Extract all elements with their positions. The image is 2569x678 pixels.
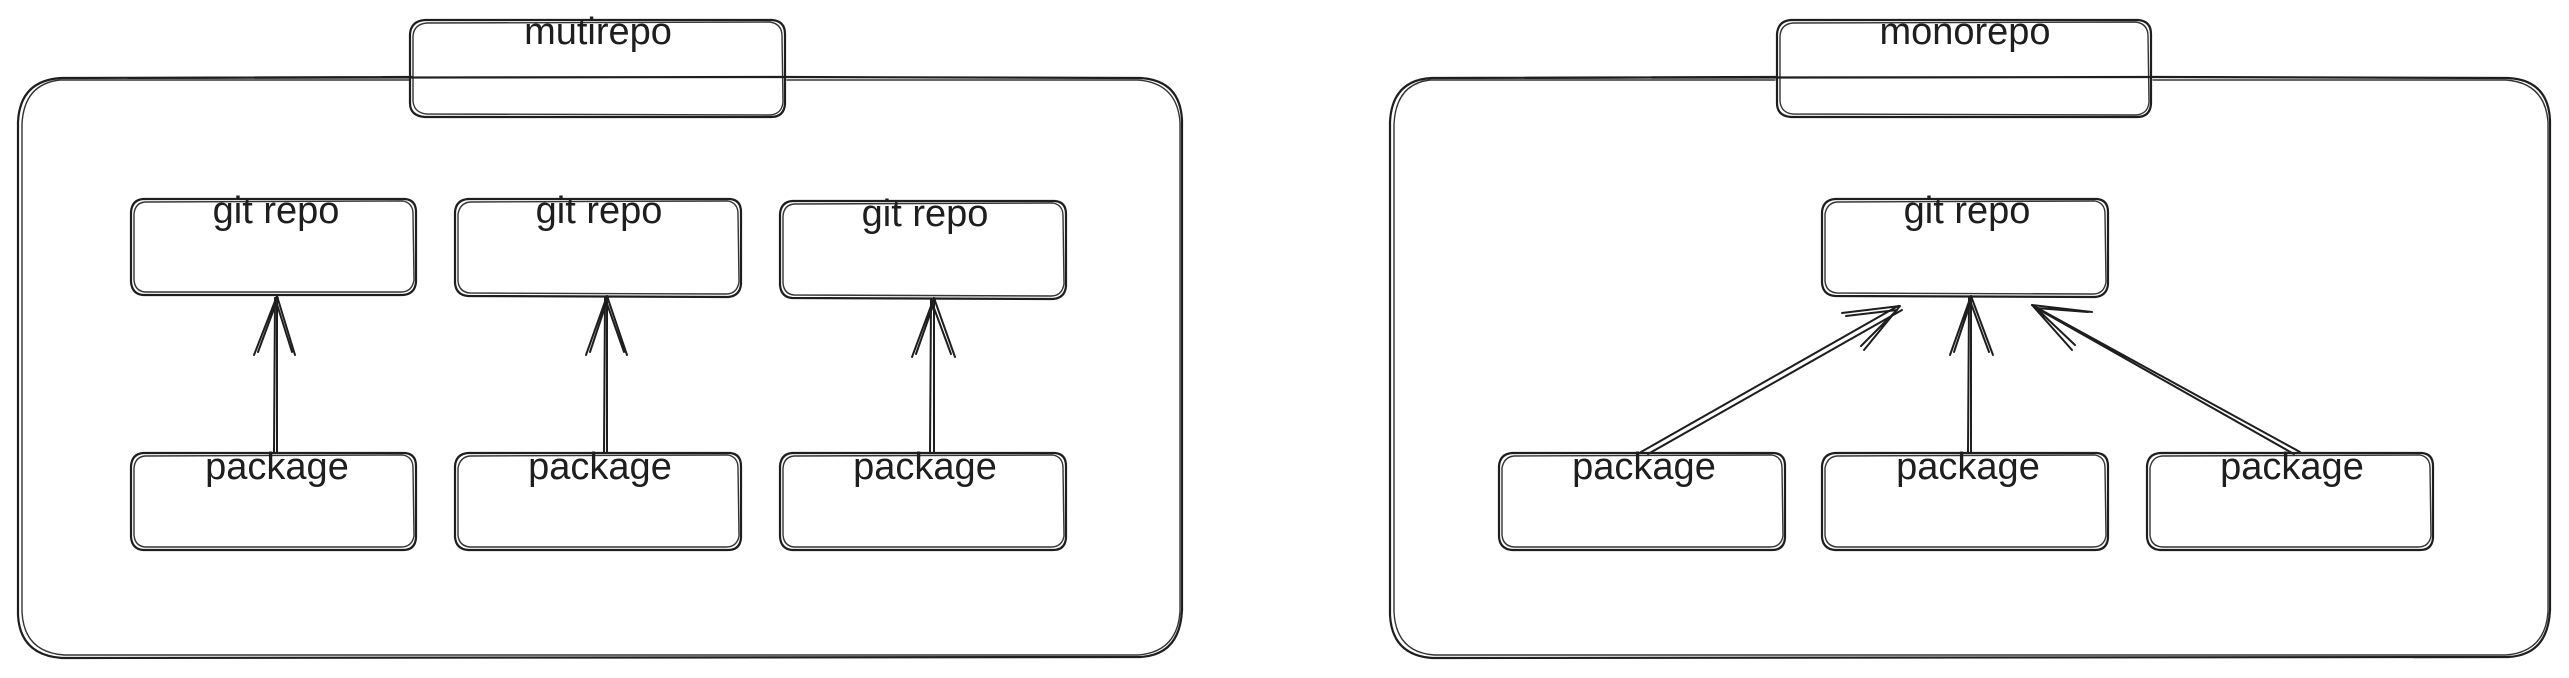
dependency-arrow (2031, 304, 2301, 455)
package-label: package (528, 446, 672, 488)
git-repo-label: git repo (862, 193, 989, 235)
mutirepo-container (16, 75, 1184, 660)
package-label: package (1572, 446, 1716, 488)
package-box: package (1820, 446, 2110, 552)
monorepo-title: monorepo (1879, 11, 2050, 53)
monorepo-title-box: monorepo (1775, 11, 2153, 119)
git-repo-box: git repo (453, 190, 743, 299)
mutirepo-title: mutirepo (524, 11, 672, 53)
package-box: package (129, 446, 418, 552)
package-box: package (1497, 446, 1787, 552)
package-label: package (1896, 446, 2040, 488)
git-repo-label: git repo (213, 190, 340, 232)
git-repo-box: git repo (1820, 190, 2110, 299)
mutirepo-title-box: mutirepo (408, 11, 787, 119)
package-box: package (2145, 446, 2435, 552)
monorepo-panel: monorepo git repo package package packag… (1388, 11, 2552, 660)
dependency-arrow (253, 295, 296, 453)
mutirepo-panel: mutirepo git repo git repo git repo pack… (16, 11, 1184, 660)
package-label: package (853, 446, 997, 488)
dependency-arrow (1949, 295, 1994, 453)
dependency-arrow (1640, 305, 1903, 455)
dependency-arrow (911, 297, 956, 453)
package-box: package (778, 446, 1068, 552)
dependency-arrow (585, 295, 628, 453)
monorepo-container (1388, 75, 2552, 660)
git-repo-label: git repo (536, 190, 663, 232)
git-repo-box: git repo (778, 193, 1068, 301)
git-repo-label: git repo (1904, 190, 2031, 232)
git-repo-box: git repo (129, 190, 418, 297)
package-box: package (453, 446, 743, 552)
